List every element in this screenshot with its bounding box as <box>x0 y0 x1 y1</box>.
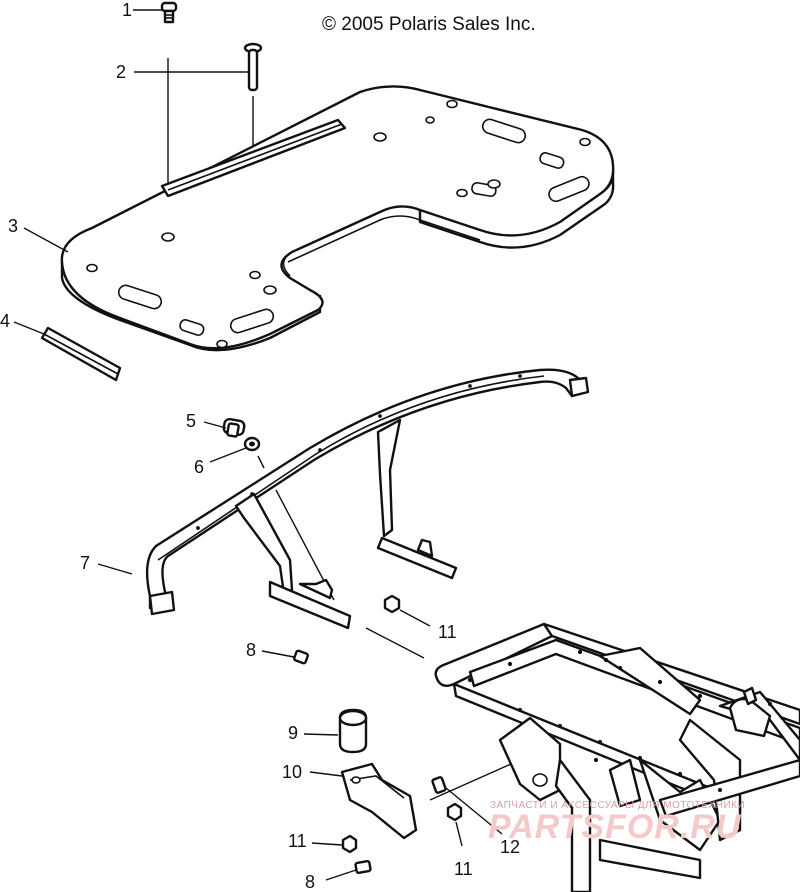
callout-label-9: 9 <box>288 723 299 743</box>
part-9-bumper <box>338 708 368 754</box>
part-11-nut-lower <box>341 834 358 854</box>
callout-label-11-right: 11 <box>454 859 473 879</box>
callout-label-11-lower: 11 <box>288 831 307 851</box>
callout-label-8-upper: 8 <box>246 640 257 660</box>
callout-label-12: 12 <box>500 837 521 857</box>
part-1-screw <box>160 1 178 24</box>
part-8-bolt-lower <box>354 859 372 875</box>
callout-label-10: 10 <box>282 762 303 782</box>
callout-label-1: 1 <box>122 0 133 20</box>
vehicle-chassis-frame <box>434 622 800 892</box>
part-11-nut-right <box>446 802 463 822</box>
callout-label-3: 3 <box>8 216 19 236</box>
part-6-nut <box>243 436 261 452</box>
part-7-frame-brace <box>145 368 590 630</box>
part-4-strip <box>40 326 122 382</box>
callout-label-11-upper: 11 <box>438 622 457 642</box>
part-11-nut-upper <box>383 594 401 614</box>
callout-label-8-lower: 8 <box>305 872 316 892</box>
callout-label-2: 2 <box>116 62 127 82</box>
part-2-pin <box>243 42 263 92</box>
callout-label-7: 7 <box>80 553 91 573</box>
part-5-bolt <box>222 417 246 438</box>
part-3-rack-plate <box>60 85 615 352</box>
callout-leaders <box>13 9 503 881</box>
callout-label-5: 5 <box>186 411 197 431</box>
callout-label-6: 6 <box>194 457 205 477</box>
copyright-notice: © 2005 Polaris Sales Inc. <box>322 14 536 35</box>
watermark-caption: ЗАПЧАСТИ И АКСЕССУАРЫ ДЛЯ МОТОТЕХНИКИ <box>490 800 746 811</box>
part-10-flap-bracket <box>340 762 418 840</box>
watermark-brand: PARTSFOR.RU <box>488 808 742 846</box>
callout-label-4: 4 <box>0 311 11 331</box>
part-8-bolt-upper <box>293 649 309 665</box>
part-12-bolt <box>431 776 447 794</box>
